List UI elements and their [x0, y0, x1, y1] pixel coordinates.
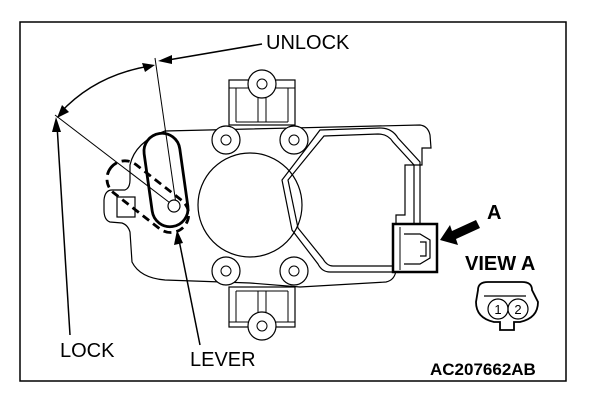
unlock-label: UNLOCK	[266, 32, 350, 54]
rotation-arc	[59, 65, 151, 114]
figure-border	[20, 22, 262, 180]
unlock-leader	[167, 43, 263, 61]
outer-border	[19, 21, 567, 382]
arc-arrowhead-lock	[57, 105, 69, 118]
actuator-housing	[103, 124, 432, 288]
top-bracket	[228, 69, 296, 126]
lever-label: LEVER	[190, 349, 256, 371]
figure-code: AC207662AB	[430, 360, 536, 379]
lever-unlock-position	[142, 131, 190, 229]
mount-boss-bottom-left	[211, 256, 241, 286]
view-a-title: VIEW A	[465, 253, 536, 275]
arc-arrowhead-unlock	[142, 63, 155, 72]
bottom-bracket	[228, 286, 296, 341]
lever-pivot	[167, 199, 181, 213]
lock-arrowhead	[52, 117, 61, 132]
unlock-arrowhead	[158, 55, 172, 64]
harness-connector	[391, 222, 439, 274]
lock-leader	[56, 124, 71, 336]
lever-lock-position	[105, 159, 191, 234]
frame-border	[20, 22, 263, 180]
pin-1-label: 1	[494, 302, 501, 317]
center-bore	[197, 152, 303, 258]
locating-tab	[116, 196, 136, 218]
connector-face-view-a: 1 2	[475, 281, 539, 331]
lever-leader	[178, 239, 201, 346]
mount-boss-bottom-right	[279, 256, 309, 286]
view-arrow-label: A	[487, 202, 502, 224]
mount-boss-top-left	[211, 125, 241, 155]
pin-2-outline	[507, 298, 529, 320]
view-a-arrow	[440, 220, 480, 245]
pin-2-label: 2	[514, 302, 521, 317]
mount-boss-top-right	[279, 125, 309, 155]
lock-label: LOCK	[60, 340, 115, 362]
lever-arrowhead	[174, 230, 183, 245]
lock-position-line	[54, 114, 175, 207]
